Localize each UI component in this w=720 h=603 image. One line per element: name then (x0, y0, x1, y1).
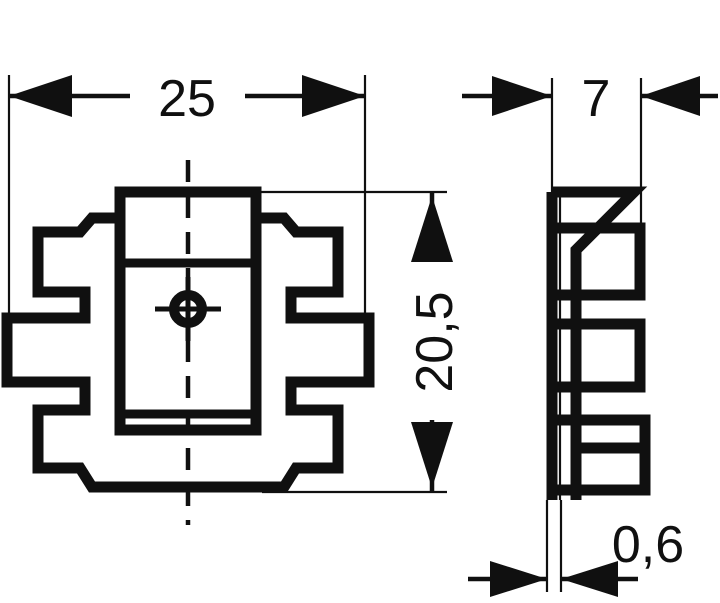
side-middle-step (552, 318, 646, 393)
dimension-label-width: 25 (158, 70, 216, 128)
dimension-height: 20,5 (406, 192, 464, 492)
side-top-tab (552, 186, 648, 500)
arrowhead-thk-left-icon (490, 561, 547, 597)
dimension-label-thickness: 0,6 (612, 516, 684, 574)
arrowhead-thk-right-icon (561, 561, 618, 597)
arrowhead-depth-right-icon (641, 76, 700, 116)
arrowhead-right-icon (302, 75, 365, 117)
dimension-label-height: 20,5 (406, 291, 464, 392)
side-upper-flange (552, 222, 646, 301)
arrowhead-depth-left-icon (492, 76, 552, 116)
dimension-label-depth: 7 (582, 70, 611, 128)
dimension-depth: 7 (462, 70, 718, 128)
center-hole (155, 277, 221, 341)
side-bottom-foot (546, 448, 651, 496)
dimension-width: 25 (9, 70, 365, 128)
side-view (546, 186, 651, 500)
front-view (1, 160, 375, 525)
arrowhead-left-icon (9, 75, 72, 117)
arrowhead-down-icon (411, 422, 453, 488)
extension-lines (7, 75, 643, 592)
dimension-thickness: 0,6 (468, 516, 684, 597)
side-lower-flange (552, 414, 651, 454)
arrowhead-up-icon (411, 196, 453, 262)
